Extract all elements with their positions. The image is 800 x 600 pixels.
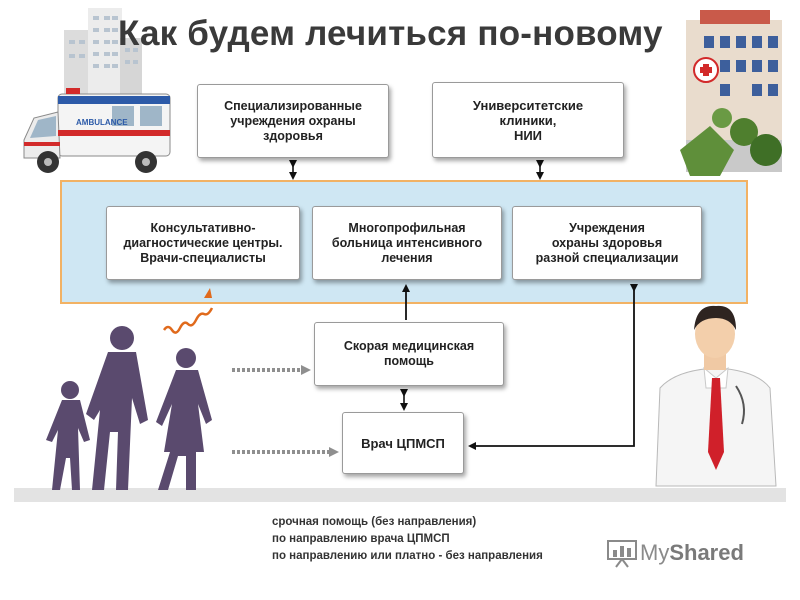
ambulance-vehicle-illustration <box>23 88 171 173</box>
legend-label: срочная помощь (без направления) <box>272 516 477 528</box>
node-multiprofile-hospital: Многопрофильная больница интенсивного ле… <box>312 206 502 280</box>
ambulance-vehicle-label: AMBULANCE <box>76 118 128 127</box>
node-various-institutions: Учреждения охраны здоровья разной специа… <box>512 206 702 280</box>
node-specialized-institutions: Специализированные учреждения охраны здо… <box>197 84 389 158</box>
node-consultative-centers: Консультативно- диагностические центры. … <box>106 206 300 280</box>
myshared-logo-icon <box>607 540 637 568</box>
patients-silhouette-illustration <box>46 326 212 490</box>
node-primary-doctor: Врач ЦПМСП <box>342 412 464 474</box>
wavy-arrow-patients <box>162 307 214 334</box>
node-university-clinics: Университетские клиники, НИИ <box>432 82 624 158</box>
doctor-illustration <box>655 305 777 487</box>
node-emergency-care: Скорая медицинская помощь <box>314 322 504 386</box>
page-title: Как будем лечиться по-новому <box>118 14 663 53</box>
buildings-left-illustration <box>64 8 142 108</box>
connector-various-doctor <box>468 284 638 450</box>
myshared-watermark: MyShared <box>606 538 744 568</box>
legend-item-paid: по направлению или платно - без направле… <box>232 548 543 564</box>
legend-label: по направлению врача ЦПМСП <box>272 533 450 545</box>
legend-item-urgent: срочная помощь (без направления) <box>232 514 476 530</box>
legend-item-referral: по направлению врача ЦПМСП <box>232 531 450 547</box>
ground-strip <box>14 488 786 502</box>
legend-label: по направлению или платно - без направле… <box>272 550 543 562</box>
hospital-building-illustration <box>680 10 782 176</box>
watermark-brand: MyShared <box>640 540 744 565</box>
